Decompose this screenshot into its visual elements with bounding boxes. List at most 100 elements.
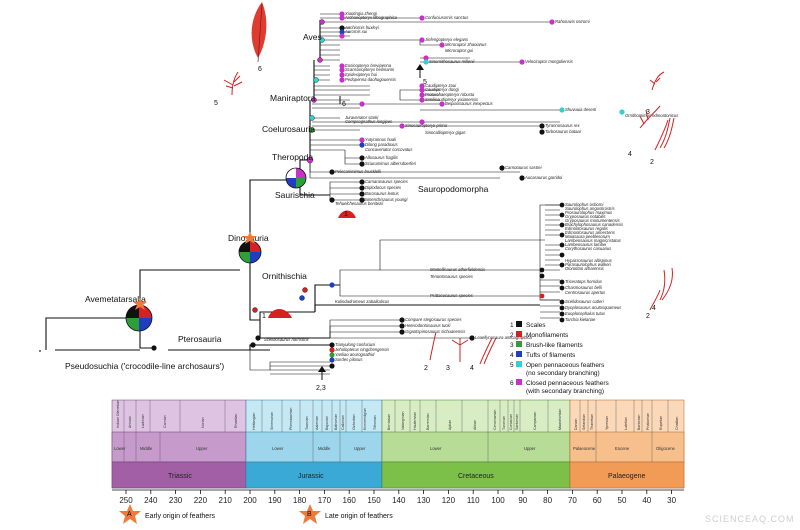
taxon-label: Hypacrosaurus altispinus	[565, 258, 613, 263]
stage-label: Anisian	[128, 416, 132, 428]
taxon-label: Microraptor gui	[445, 48, 474, 53]
stage-label: Berriasian	[387, 414, 391, 430]
taxon-label: Epidexipteryx hui	[345, 72, 378, 77]
taxon-label: Ornithomimus edmontonicus	[625, 113, 679, 118]
taxon-label: Caudipteryx zoui	[425, 83, 457, 88]
svg-text:4: 4	[510, 352, 514, 359]
taxon-label: Tarchia kielanae	[565, 317, 596, 322]
stage-label: Aptian	[448, 420, 452, 430]
late-origin-star-icon: B	[299, 504, 321, 524]
scale-icon-1: 1	[338, 210, 356, 218]
legend-item: 2 Monofilaments	[510, 331, 569, 339]
marker-4: 4	[470, 365, 474, 372]
svg-text:Closed pennaceous feathers: Closed pennaceous feathers	[526, 380, 610, 387]
taxon-label: Protarchaeopteryx robusta	[425, 92, 475, 97]
stage-label: Ladinian	[141, 414, 145, 428]
taxon-label: Beipiaosaurus inexpectus	[445, 101, 494, 106]
stage-label: Selandian	[582, 414, 586, 430]
taxon-label: Mamenchisaurus youngi	[362, 197, 408, 202]
legend: 1 Scales 2 Monofilaments 3 Brush-like fi…	[510, 321, 610, 395]
epoch-label: Lower	[272, 446, 284, 451]
dinosauria-pie	[238, 240, 262, 264]
taxon-label: Sciurumimus albersdoerferi	[365, 161, 417, 166]
closed-pennaceous-feather-icon: 6	[251, 2, 267, 73]
stage-label: Carnian	[163, 415, 167, 428]
axis-tick-label: 130	[417, 496, 431, 505]
stage-label: Induan Olenekian	[116, 400, 120, 428]
saurischia-pie	[285, 167, 307, 189]
taxon-label: Compsognathus longipes	[345, 119, 393, 124]
taxon-label: Brachylophosaurus canadensis	[565, 222, 624, 227]
stage-label: Bartonian	[637, 415, 641, 430]
taxon-label: Lambeosaurus lambei	[565, 242, 607, 247]
stage-label: Oxfordian	[352, 414, 356, 430]
axis-tick-label: 150	[367, 496, 381, 505]
clade-avemetatarsalia: Avemetatarsalia	[85, 294, 146, 304]
taxon-label: Centrosaurus apertus	[565, 290, 606, 295]
taxon-label: Diplodocus species	[365, 185, 402, 190]
taxon-label: Anchiornis huxleyi	[344, 25, 380, 30]
axis-tick-label: 140	[392, 496, 406, 505]
taxon-label: Sinornithosaurus millenii	[429, 59, 475, 64]
taxon-label: Confuciusornis sanctus	[425, 15, 469, 20]
taxon-label: Lambeosaurus magnicristatus	[565, 238, 622, 243]
taxon-label: Kulindadromeus zabaikalicus	[335, 299, 390, 304]
star-b-icon	[243, 232, 257, 244]
marker-3: 3	[646, 109, 650, 116]
axis-tick-label: 100	[491, 496, 505, 505]
stage-label: Rhaetian	[234, 414, 238, 428]
early-origin-star-icon: A	[119, 504, 141, 524]
stage-label: Tithonian	[373, 415, 377, 430]
legend-item: 6 Closed pennaceous feathers (with secon…	[510, 379, 610, 395]
marker-2: 2	[650, 159, 654, 166]
taxon-label: Xiaotingia zhengi	[344, 11, 378, 16]
taxon-label: Jeholopterus ningchengensis	[334, 347, 390, 352]
epoch-labels: Lower Middle Upper Lower Middle Upper Lo…	[114, 446, 676, 451]
stage-label: Sinemurian	[270, 412, 274, 430]
taxon-label: Euoplocephalus tutus	[565, 311, 606, 316]
taxon-label: Olorotitan arharensis	[565, 266, 605, 271]
taxon-label: Gigantspinosaurus sichuanensis	[405, 329, 466, 334]
axis-tick-label: 200	[243, 496, 257, 505]
taxon-label: Similicaudipteryx yixianensis	[425, 97, 479, 102]
stage-labels: Induan Olenekian Anisian Ladinian Carnia…	[116, 400, 679, 430]
stage-label: Ypresian	[605, 416, 609, 430]
tip-markers	[151, 11, 625, 369]
arrow-6: 6	[339, 96, 346, 108]
integument-illustrations: 6 5 3 4 2 4 2	[214, 2, 675, 392]
taxon-label: Barosaurus lentus	[365, 191, 400, 196]
stage-label: Hettangian	[252, 413, 256, 430]
taxon-label: Parasaurolophus walkeri	[565, 262, 612, 267]
marker-2: 2	[424, 365, 428, 372]
epoch-label: Upper	[524, 446, 536, 451]
axis-tick-label: 160	[343, 496, 357, 505]
axis-tick-label: 90	[518, 496, 527, 505]
taxon-label: Prosaurolophus maximus	[565, 210, 613, 215]
taxon-label: Aurornis xui	[344, 29, 368, 34]
svg-text:Tufts of filaments: Tufts of filaments	[526, 352, 576, 359]
svg-text:6: 6	[510, 380, 514, 387]
arrow-23: 2,3	[316, 366, 326, 392]
axis-tick-label: 190	[268, 496, 282, 505]
epoch-label: Lower	[114, 446, 126, 451]
taxon-label: Jinfengopteryx elegans	[424, 37, 469, 42]
stage-label: Bathonian	[334, 414, 338, 430]
stage-label: Toarcian	[305, 416, 309, 430]
filament-icons-right: 3 4 2	[628, 71, 675, 166]
marker-5: 5	[423, 79, 427, 86]
svg-text:B: B	[307, 511, 312, 518]
hadro-labels: Saurolophus osborni Saurolophus angustir…	[264, 202, 624, 362]
taxon-label: Eosinopteryx brevipenna	[345, 63, 392, 68]
epoch-label: Eocene	[615, 446, 630, 451]
taxon-label: Pelecanimimus brucklelli	[335, 169, 382, 174]
epoch-label: Middle	[140, 446, 153, 451]
taxon-label: Sordes pilosus	[335, 357, 363, 362]
taxon-label: Tenontosaurus species	[430, 274, 474, 279]
taxon-label: Saurolophus osborni	[565, 202, 604, 207]
marker-23: 2,3	[316, 385, 326, 392]
stage-label: Rupelian	[659, 416, 663, 430]
taxon-label: Pedopenna daohugouensis	[345, 77, 397, 82]
stage-label: Chattian	[675, 417, 679, 430]
